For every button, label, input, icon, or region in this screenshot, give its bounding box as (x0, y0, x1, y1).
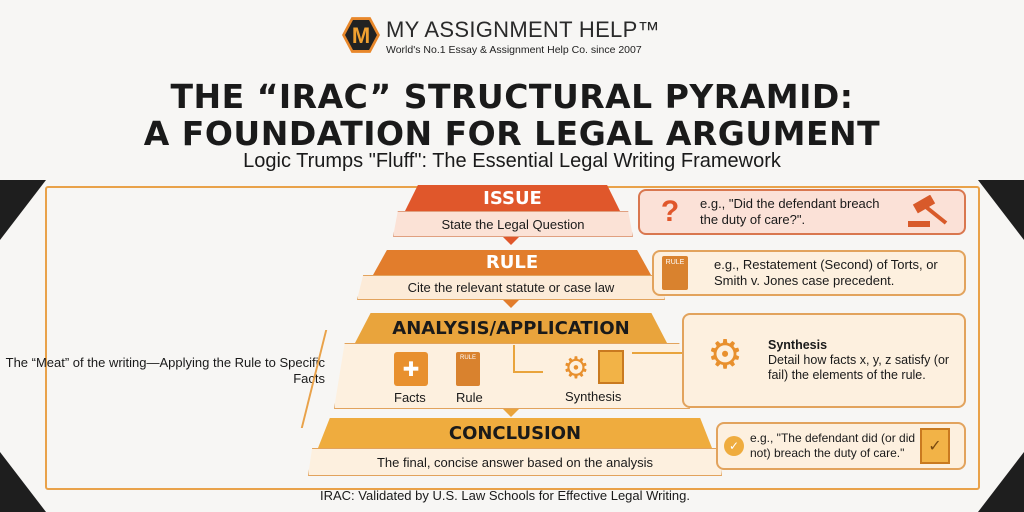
tier-analysis-body (334, 343, 690, 409)
subtitle: Logic Trumps "Fluff": The Essential Lega… (243, 150, 781, 172)
brand-tagline: World's No.1 Essay & Assignment Help Co.… (386, 44, 642, 56)
rule-book-icon: RULE (662, 256, 688, 290)
check-circle-icon: ✓ (724, 436, 744, 456)
gears-icon: ⚙ (562, 351, 590, 385)
tier-issue-description: State the Legal Question (393, 211, 633, 237)
synthesis-label: Synthesis (565, 389, 622, 404)
tier-analysis-heading: ANALYSIS/APPLICATION (355, 313, 667, 343)
tier-conclusion-heading: CONCLUSION (318, 418, 712, 448)
rule-example-callout: e.g., Restatement (Second) of Torts, or … (652, 250, 966, 296)
flow-arrow (513, 345, 543, 373)
corner-decoration (0, 180, 46, 240)
rule-label: Rule (456, 390, 483, 405)
arrow-down-icon (503, 237, 519, 253)
tier-rule-heading: RULE (373, 250, 651, 275)
tier-conclusion-description: The final, concise answer based on the a… (308, 448, 722, 476)
conclusion-example-text: e.g., "The defendant did (or did not) br… (750, 431, 916, 460)
rule-book-icon: RULE (456, 352, 480, 386)
corner-decoration (978, 180, 1024, 240)
footer-note: IRAC: Validated by U.S. Law Schools for … (320, 488, 690, 503)
rule-example-text: e.g., Restatement (Second) of Torts, or … (714, 257, 938, 288)
gavel-icon (906, 194, 950, 229)
brand-logo: M (342, 17, 380, 53)
brand-name: MY ASSIGNMENT HELP™ (386, 17, 660, 42)
title-line2: A FOUNDATION FOR LEGAL ARGUMENT (143, 114, 881, 153)
tier-rule-description: Cite the relevant statute or case law (357, 275, 665, 300)
title-line1: THE “IRAC” STRUCTURAL PYRAMID: (170, 77, 854, 116)
tier-issue-heading: ISSUE (405, 185, 620, 211)
checklist-document-icon: ✓ (920, 428, 950, 464)
corner-decoration (0, 452, 46, 512)
side-note: The “Meat” of the writing—Applying the R… (5, 355, 325, 386)
flow-arrow (632, 352, 687, 354)
question-mark-icon: ? (660, 195, 680, 228)
issue-example-text: e.g., "Did the defendant breach the duty… (700, 196, 880, 227)
facts-label: Facts (394, 390, 426, 405)
synthesis-callout: Synthesis Detail how facts x, y, z satis… (682, 313, 966, 408)
synthesis-callout-title: Synthesis (768, 338, 828, 352)
corner-decoration (978, 452, 1024, 512)
arrow-down-icon (503, 300, 519, 316)
issue-example-callout: e.g., "Did the defendant breach the duty… (638, 189, 966, 235)
document-icon (598, 350, 624, 384)
arrow-down-icon (503, 409, 519, 425)
gears-document-icon: ⚙ (707, 333, 743, 377)
synthesis-callout-text: Detail how facts x, y, z satisfy (or fai… (768, 353, 950, 382)
puzzle-icon: ✚ (394, 352, 428, 386)
